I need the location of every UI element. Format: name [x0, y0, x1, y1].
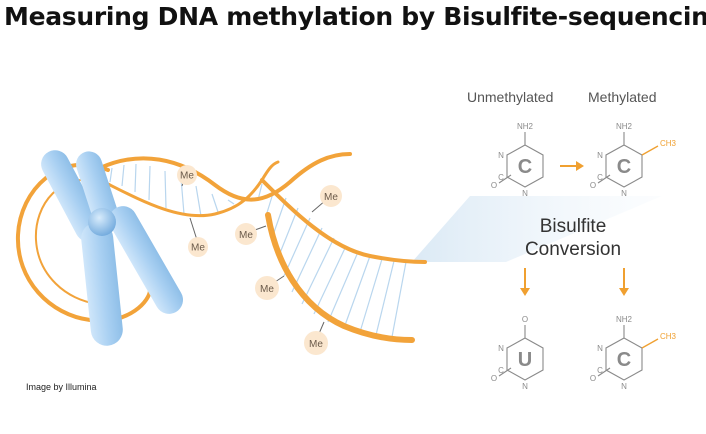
molecule-bottom-right: NH2 CH3 N C N O C: [590, 315, 677, 391]
dna-strand-b: [102, 160, 280, 218]
methyl-group: CH3: [660, 139, 677, 148]
chromatid-upper-left: [41, 150, 103, 242]
methylated-label: Methylated: [588, 89, 657, 105]
ring-carbon: C: [597, 173, 603, 182]
methyl-tag-label: Me: [324, 192, 338, 203]
image-credit: Image by Illumina: [26, 382, 97, 392]
chromatid-lower-left: [81, 222, 123, 346]
methyl-tag-label: Me: [260, 284, 274, 295]
chromosome: [41, 150, 183, 346]
conversion-line-2: Conversion: [524, 239, 622, 260]
slide-title: Measuring DNA methylation by Bisulfite-s…: [4, 2, 706, 31]
ring-carbon: C: [597, 366, 603, 375]
bisulfite-conversion-label: Bisulfite Conversion: [498, 215, 648, 261]
chromatid-lower-right: [109, 206, 183, 314]
zoom-wedge: [412, 196, 662, 262]
conversion-line-1: Bisulfite: [539, 216, 607, 237]
ring-carbon: C: [498, 366, 504, 375]
methyl-tag: Me: [235, 223, 267, 245]
methyl-tag: Me: [177, 165, 197, 187]
arrow-down-icon: [619, 268, 629, 296]
methyl-tags: Me Me Me Me Me: [177, 165, 342, 355]
carbonyl-oxygen: O: [491, 374, 497, 383]
ring-nitrogen-top: N: [498, 344, 504, 353]
methyl-tag-label: Me: [191, 243, 205, 254]
dna-strand-d: [265, 212, 415, 343]
dna-strand-a: [98, 152, 352, 202]
molecule-top-left: NH2 N C N O C: [491, 122, 544, 198]
top-group: NH2: [616, 315, 633, 324]
ring-nitrogen-bottom: N: [522, 382, 528, 391]
arrows: [520, 161, 629, 296]
ring-nitrogen-top: N: [597, 151, 603, 160]
carbonyl-oxygen: O: [491, 181, 497, 190]
molecule-bottom-left: O N C N O U: [491, 315, 544, 391]
dna-rungs: [109, 163, 407, 338]
ring-carbon: C: [498, 173, 504, 182]
top-group: NH2: [517, 122, 534, 131]
base-letter: C: [518, 156, 532, 178]
ring-nitrogen-bottom: N: [522, 189, 528, 198]
centromere: [88, 208, 116, 236]
methyl-tag: Me: [304, 321, 328, 355]
carbonyl-oxygen: O: [590, 181, 596, 190]
unmethylated-label: Unmethylated: [467, 89, 554, 105]
methyl-tag-label: Me: [180, 171, 194, 182]
top-group: NH2: [616, 122, 633, 131]
arrow-right-icon: [560, 161, 584, 171]
ring-nitrogen-top: N: [498, 151, 504, 160]
arrow-down-icon: [520, 268, 530, 296]
methyl-tag: Me: [311, 185, 342, 213]
dna-strand-c: [260, 178, 427, 264]
molecule-top-right: NH2 CH3 N C N O C: [590, 122, 677, 198]
carbonyl-oxygen: O: [590, 374, 596, 383]
ring-nitrogen-top: N: [597, 344, 603, 353]
methyl-tag-label: Me: [239, 230, 253, 241]
base-letter: C: [617, 349, 631, 371]
ring-nitrogen-bottom: N: [621, 382, 627, 391]
ring-nitrogen-bottom: N: [621, 189, 627, 198]
methyl-tag: Me: [188, 217, 208, 257]
methyl-group: CH3: [660, 332, 677, 341]
methyl-tag-label: Me: [309, 339, 323, 350]
top-group: O: [522, 315, 528, 324]
base-letter: U: [518, 349, 532, 371]
methyl-tag: Me: [255, 275, 285, 300]
base-letter: C: [617, 156, 631, 178]
